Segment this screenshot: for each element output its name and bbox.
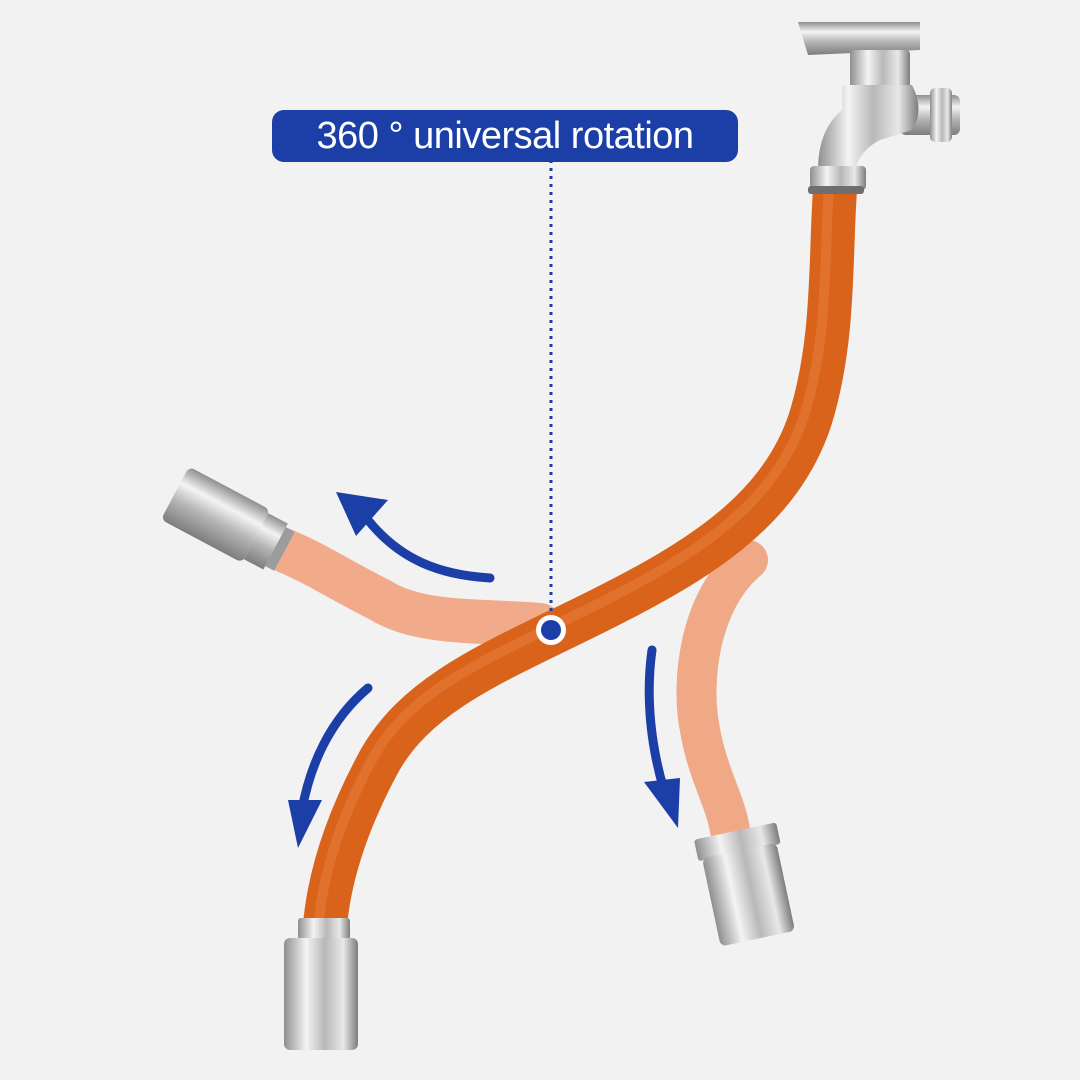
rotation-caption-badge: 360 ° universal rotation (272, 110, 738, 162)
faucet (798, 22, 960, 194)
hose-main (303, 168, 857, 947)
nozzle-right (694, 822, 794, 946)
nozzle-bottom (284, 918, 358, 1050)
pivot-point (536, 615, 566, 645)
nozzle-left (162, 468, 295, 571)
rotation-caption: 360 ° universal rotation (316, 114, 694, 157)
arrow-down-right (644, 645, 680, 828)
arrow-up-left (336, 492, 495, 583)
hose-ghost-left (256, 526, 562, 647)
hose-ghost-right (676, 540, 768, 850)
arrow-down-left (288, 683, 373, 848)
